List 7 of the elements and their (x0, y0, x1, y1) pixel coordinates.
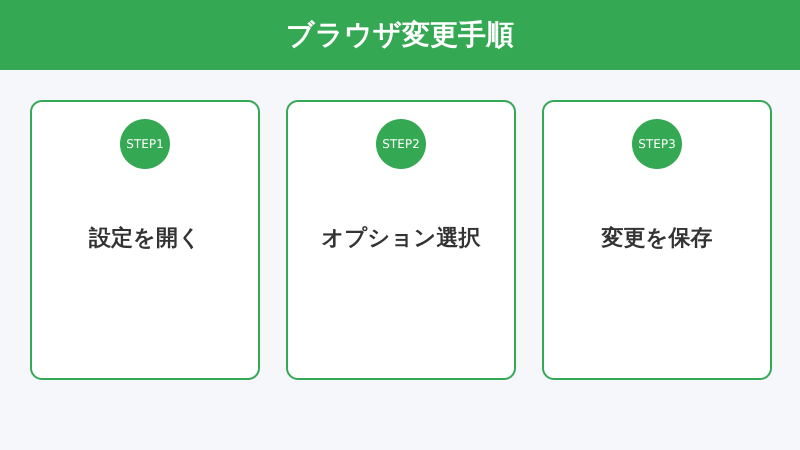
step-label: 変更を保存 (600, 226, 714, 252)
step-label: 設定を開く (88, 226, 202, 252)
title: ブラウザ変更手順 (286, 17, 514, 53)
step-card (30, 100, 260, 380)
step-card (286, 100, 516, 380)
step-label: オプション選択 (320, 226, 482, 252)
step-card (542, 100, 772, 380)
